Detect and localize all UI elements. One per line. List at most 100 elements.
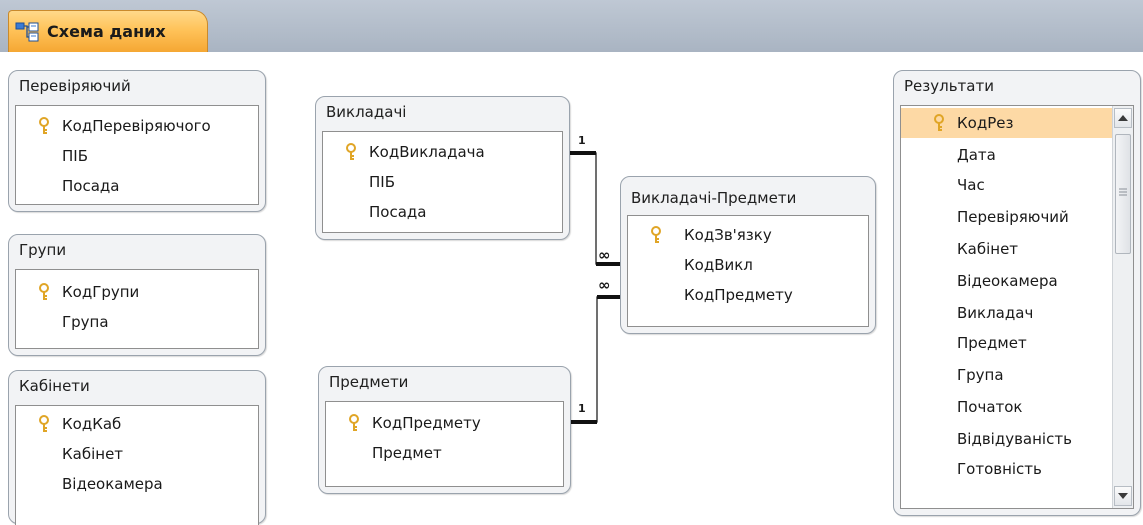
relationship-lines [569,151,621,424]
field-name: Кабінет [62,445,124,463]
table-title: Викладачі-Предмети [631,189,797,207]
field-row[interactable]: Група [16,307,258,337]
one-label: 1 [578,402,586,415]
field-row[interactable]: Кабінет [16,439,258,469]
arrow-down-icon [1118,493,1128,499]
primary-key-icon [349,414,359,431]
field-name: Відеокамера [62,475,163,493]
field-list[interactable]: КодЗв'язку КодВикл КодПредмету [627,215,869,327]
table-title: Кабінети [19,377,90,395]
table-vykladachi[interactable]: Викладачі КодВикладача ПІБ Посада [315,96,570,240]
field-row[interactable]: Готовність [901,454,1133,484]
field-row[interactable]: Відвідуваність [901,424,1133,454]
field-name: Посада [369,203,427,221]
field-row[interactable]: Предмет [901,328,1133,358]
field-name: Відеокамера [957,272,1058,290]
field-row[interactable]: Час [901,170,1133,200]
one-label: 1 [578,134,586,147]
field-row[interactable]: КодВикладача [323,137,562,167]
field-list[interactable]: КодПредмету Предмет [325,401,564,487]
field-name: Група [62,313,109,331]
field-name: Кабінет [957,240,1019,258]
primary-key-icon [39,117,49,134]
field-name: Викладач [957,304,1034,322]
vertical-scrollbar[interactable] [1112,106,1133,508]
field-row[interactable]: Група [901,360,1133,390]
relationships-canvas: 1 ∞ ∞ 1 Перевіряючий КодПеревіряючого ПІ… [0,52,1143,525]
relationship-line-vykladachi [569,152,621,265]
field-row[interactable]: КодВикл [628,250,868,280]
field-name: Перевіряючий [957,208,1069,226]
table-title: Предмети [329,373,409,391]
arrow-up-icon [1118,115,1128,121]
field-row[interactable]: Посада [16,171,258,201]
grip-icon [1119,188,1127,196]
field-name: КодКаб [62,415,122,433]
field-name: Дата [957,146,996,164]
scroll-down-button[interactable] [1114,486,1132,506]
table-hrupy[interactable]: Групи КодГрупи Група [8,234,266,356]
tab-schema[interactable]: Схема даних [8,10,208,52]
primary-key-icon [651,226,661,243]
field-name: Початок [957,398,1023,416]
relationships-icon [15,22,39,42]
table-title: Групи [19,241,67,259]
field-name: Предмет [372,444,442,462]
tab-label: Схема даних [47,22,166,41]
field-row[interactable]: КодКаб [16,409,258,439]
field-name: КодПредмету [684,286,793,304]
primary-key-icon [934,114,944,131]
field-name: КодПеревіряючого [62,117,211,135]
field-name: ПІБ [369,173,395,191]
field-list[interactable]: КодКаб Кабінет Відеокамера [15,405,259,525]
table-kabinety[interactable]: Кабінети КодКаб Кабінет Відеокамера [8,370,266,525]
table-predmety[interactable]: Предмети КодПредмету Предмет [318,366,571,494]
field-row[interactable]: КодГрупи [16,277,258,307]
many-label: ∞ [598,246,611,264]
field-name: КодЗв'язку [684,226,772,244]
field-list[interactable]: КодВикладача ПІБ Посада [322,131,563,233]
field-row[interactable]: ПІБ [323,167,562,197]
table-title: Викладачі [326,103,407,121]
field-row[interactable]: Дата [901,140,1133,170]
field-row[interactable]: Початок [901,392,1133,422]
table-rezultaty[interactable]: Результати КодРез Дата Час Перевіряючий … [893,70,1141,516]
field-list[interactable]: КодПеревіряючого ПІБ Посада [15,105,259,205]
field-row[interactable]: Посада [323,197,562,227]
table-pereviriaiuchyi[interactable]: Перевіряючий КодПеревіряючого ПІБ Посада [8,70,266,212]
field-name: Час [957,176,985,194]
primary-key-icon [346,143,356,160]
field-row[interactable]: Відеокамера [16,469,258,499]
field-row-selected[interactable]: КодРез [901,108,1112,138]
table-title: Перевіряючий [19,77,131,95]
field-row[interactable]: Предмет [326,438,563,468]
field-name: КодРез [957,114,1014,132]
primary-key-icon [39,283,49,300]
field-row[interactable]: КодПеревіряючого [16,111,258,141]
field-name: Відвідуваність [957,430,1072,448]
field-row[interactable]: КодЗв'язку [628,220,868,250]
many-label: ∞ [598,276,611,294]
field-list[interactable]: КодГрупи Група [15,269,259,349]
field-name: Група [957,366,1004,384]
field-name: КодПредмету [372,414,481,432]
field-name: КодГрупи [62,283,140,301]
field-name: КодВикладача [369,143,485,161]
field-row[interactable]: Викладач [901,298,1133,328]
table-title: Результати [904,77,994,95]
field-row[interactable]: КодПредмету [326,408,563,438]
field-row[interactable]: Кабінет [901,234,1133,264]
scroll-up-button[interactable] [1114,108,1132,128]
field-name: Готовність [957,460,1042,478]
field-row[interactable]: КодПредмету [628,280,868,310]
document-tab-bar: Схема даних [0,0,1143,53]
field-row[interactable]: Перевіряючий [901,202,1133,232]
field-list[interactable]: КодРез Дата Час Перевіряючий Кабінет Від… [900,105,1134,509]
field-row[interactable]: Відеокамера [901,266,1133,296]
field-name: КодВикл [684,256,753,274]
field-row[interactable]: ПІБ [16,141,258,171]
table-vykladachi-predmety[interactable]: Викладачі-Предмети КодЗв'язку КодВикл Ко… [620,176,876,334]
field-name: ПІБ [62,147,88,165]
field-name: Предмет [957,334,1027,352]
scrollbar-thumb[interactable] [1115,134,1131,254]
